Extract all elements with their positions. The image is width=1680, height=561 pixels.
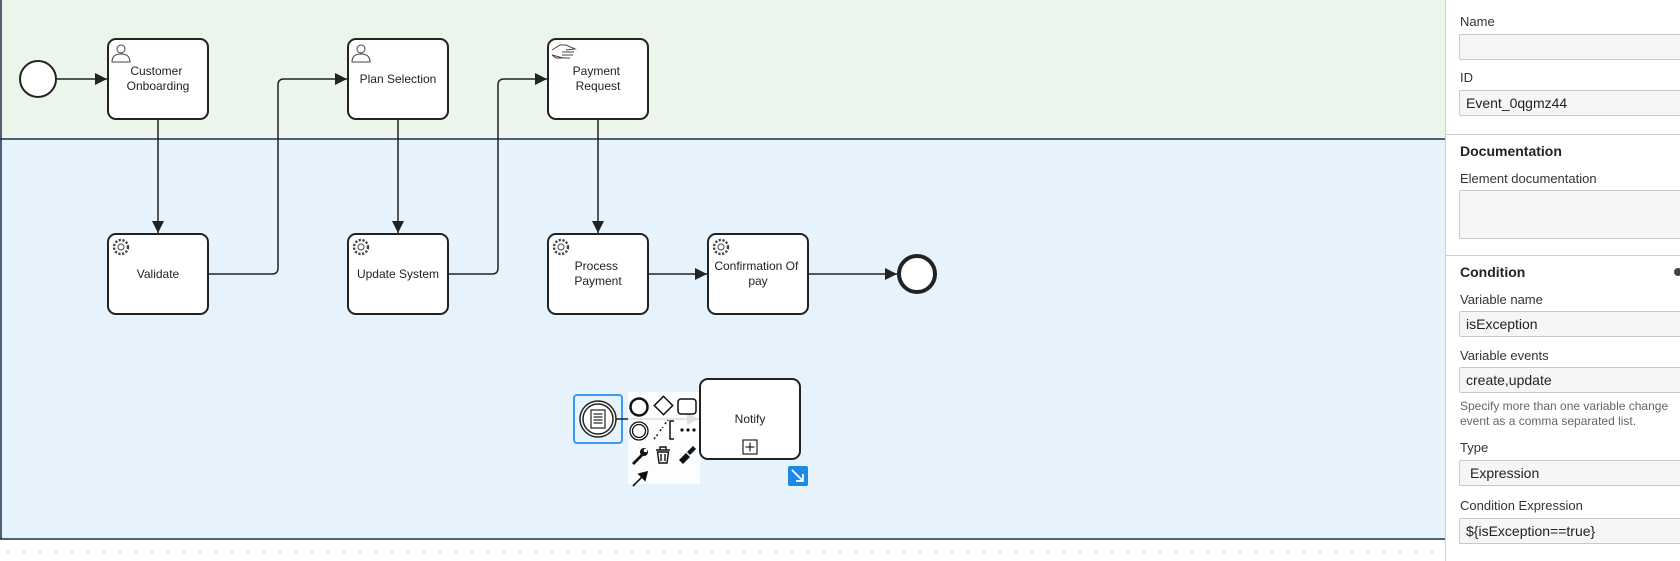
task-validate[interactable]: Validate <box>107 233 209 315</box>
user-task-icon <box>111 44 131 63</box>
service-task-icon <box>352 238 370 256</box>
flow-validate-to-plan[interactable] <box>208 73 347 275</box>
section-active-dot-icon <box>1674 268 1680 276</box>
resize-handle-icon[interactable] <box>788 466 808 486</box>
task-label-line: pay <box>748 274 767 288</box>
task-label: Process Payment <box>574 259 622 288</box>
name-label: Name <box>1460 14 1495 29</box>
flow-update-to-payment-request[interactable] <box>448 73 547 275</box>
task-label: Payment Request <box>573 64 624 93</box>
documentation-section-title[interactable]: Documentation <box>1460 143 1562 159</box>
variable-events-input[interactable]: create,update <box>1459 367 1680 393</box>
task-label-line: Customer <box>130 64 182 78</box>
task-label: Customer Onboarding <box>127 64 190 93</box>
condition-expression-label: Condition Expression <box>1460 498 1583 513</box>
manual-task-icon <box>551 44 577 59</box>
task-label-line: Request <box>576 79 621 93</box>
variable-events-hint: Specify more than one variable change ev… <box>1460 399 1680 429</box>
task-label-line: Notify <box>735 412 766 426</box>
wrench-icon[interactable] <box>632 448 648 465</box>
hint-line: event as a comma separated list. <box>1460 414 1637 428</box>
color-paintbrush-icon[interactable] <box>679 446 696 464</box>
append-task-icon[interactable] <box>677 398 697 415</box>
id-label: ID <box>1460 70 1473 85</box>
end-event[interactable] <box>897 254 937 294</box>
bpmn-canvas[interactable]: Customer Onboarding Plan Selection Payme… <box>0 0 1445 561</box>
properties-panel: Name ID Event_0qgmz44 Documentation Elem… <box>1445 0 1680 561</box>
type-label: Type <box>1460 440 1489 455</box>
sequence-flows <box>57 73 897 280</box>
trash-icon[interactable] <box>656 446 670 464</box>
lane-bottom[interactable] <box>0 139 1445 539</box>
task-plan-selection[interactable]: Plan Selection <box>347 38 449 120</box>
task-label-line: Validate <box>137 267 180 281</box>
more-options-icon[interactable] <box>680 428 696 432</box>
collapsed-subprocess-marker-icon <box>742 439 758 455</box>
section-divider <box>1446 134 1680 135</box>
task-label-line: Payment <box>573 64 621 78</box>
variable-name-input[interactable]: isException <box>1459 311 1680 337</box>
task-label: Validate <box>137 267 180 281</box>
context-pad <box>628 392 700 487</box>
conditional-event-icon <box>590 409 606 429</box>
task-label: Confirmation Of pay <box>714 259 801 288</box>
task-label: Plan Selection <box>360 72 437 86</box>
variable-name-label: Variable name <box>1460 292 1543 307</box>
connect-arrow-icon[interactable] <box>632 470 649 487</box>
element-documentation-textarea[interactable] <box>1459 190 1680 239</box>
text-annotation-icon[interactable] <box>653 419 674 440</box>
task-label-line: Process <box>575 259 618 273</box>
task-label-line: Update System <box>357 267 439 281</box>
append-gateway-icon[interactable] <box>653 395 674 416</box>
task-confirmation-of-pay[interactable]: Confirmation Of pay <box>707 233 809 315</box>
lane-top[interactable] <box>0 0 1445 139</box>
append-intermediate-event-icon[interactable] <box>629 421 649 441</box>
name-input[interactable] <box>1459 34 1680 60</box>
task-label: Notify <box>735 412 766 426</box>
task-label-line: Payment <box>574 274 622 288</box>
id-input[interactable]: Event_0qgmz44 <box>1459 90 1680 116</box>
service-task-icon <box>552 238 570 256</box>
task-customer-onboarding[interactable]: Customer Onboarding <box>107 38 209 120</box>
append-end-event-icon[interactable] <box>629 397 649 417</box>
condition-section-title[interactable]: Condition <box>1460 264 1526 280</box>
type-select[interactable]: Expression <box>1459 460 1680 486</box>
service-task-icon <box>112 238 130 256</box>
task-label: Update System <box>357 267 439 281</box>
user-task-icon <box>351 44 371 63</box>
section-divider <box>1446 255 1680 256</box>
condition-expression-input[interactable]: ${isException==true} <box>1459 518 1680 544</box>
element-documentation-label: Element documentation <box>1460 171 1597 186</box>
task-update-system[interactable]: Update System <box>347 233 449 315</box>
variable-events-label: Variable events <box>1460 348 1549 363</box>
conditional-intermediate-event[interactable] <box>573 394 623 444</box>
task-process-payment[interactable]: Process Payment <box>547 233 649 315</box>
task-label-line: Onboarding <box>127 79 190 93</box>
hint-line: Specify more than one variable change <box>1460 399 1669 413</box>
task-label-line: Confirmation Of <box>714 259 799 273</box>
service-task-icon <box>712 238 730 256</box>
bpmn-diagram: Customer Onboarding Plan Selection Payme… <box>0 0 1445 540</box>
task-payment-request[interactable]: Payment Request <box>547 38 649 120</box>
task-label-line: Plan Selection <box>360 72 437 86</box>
subprocess-notify[interactable]: Notify <box>699 378 801 460</box>
start-event[interactable] <box>19 60 57 98</box>
